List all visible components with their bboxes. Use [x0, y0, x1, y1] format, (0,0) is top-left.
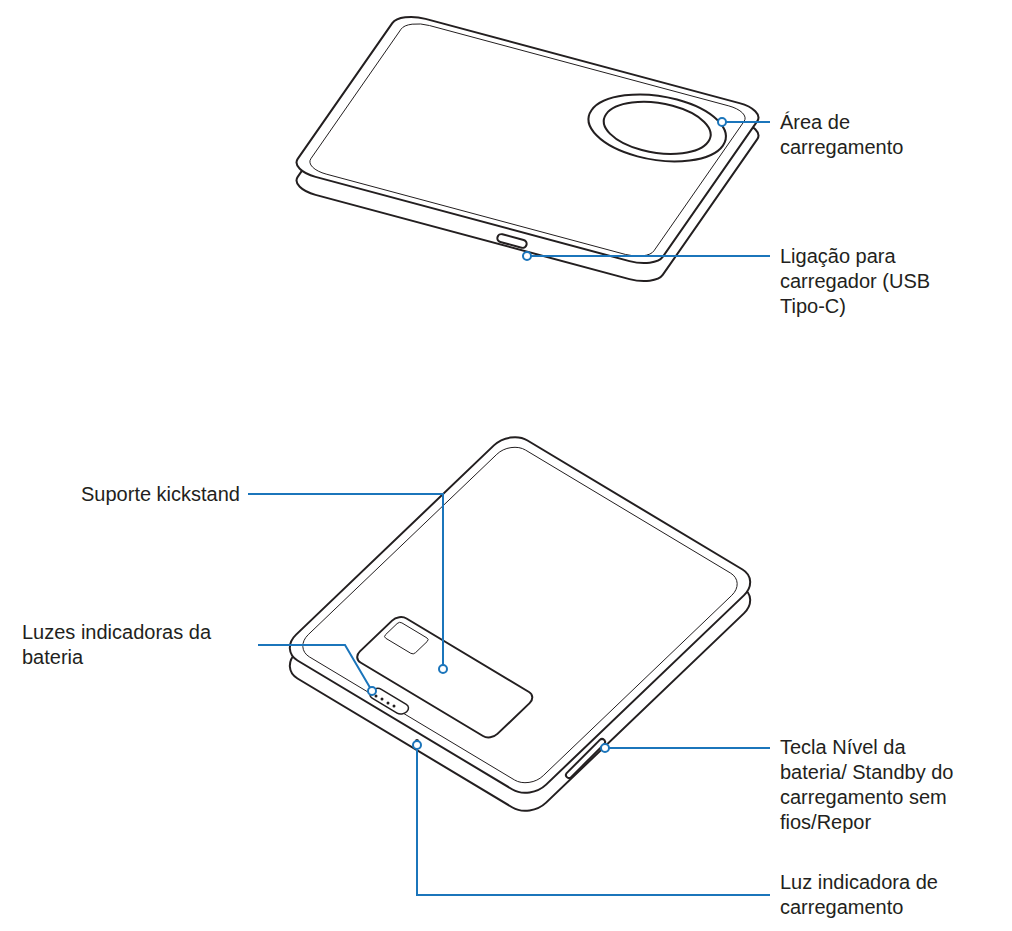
callout-label: Suporte kickstand	[20, 482, 240, 507]
callout-label: Ligação para carregador (USB Tipo-C)	[780, 244, 940, 319]
leader-line	[605, 747, 770, 749]
device-face	[290, 12, 765, 268]
leader-dot	[413, 741, 421, 749]
kickstand-notch	[383, 621, 429, 654]
kickstand	[353, 614, 537, 741]
callout-label: Luz indicadora de carregamento	[780, 870, 980, 920]
leader-dot	[523, 252, 531, 260]
callout-label: Tecla Nível da bateria/ Standby do carre…	[780, 735, 965, 835]
leader-dots	[368, 118, 726, 752]
battery-light-dots	[375, 695, 396, 708]
leader-dot	[439, 665, 447, 673]
leader-line	[722, 121, 770, 123]
battery-lights	[367, 686, 411, 716]
callout-label: Área de carregamento	[780, 110, 930, 160]
leader-line	[417, 745, 770, 895]
side-key	[569, 742, 602, 775]
charging-ring	[572, 82, 743, 174]
leader-line	[258, 645, 372, 691]
side-key-inner	[569, 742, 602, 775]
device-face	[280, 430, 760, 800]
leader-dot	[718, 118, 726, 126]
top-device	[290, 12, 765, 286]
leader-lines	[248, 122, 770, 895]
leader-dot	[368, 687, 376, 695]
leader-line	[248, 494, 443, 669]
charging-pad	[591, 92, 724, 164]
leader-line	[527, 255, 770, 257]
face-inset	[304, 20, 751, 261]
leader-dot	[601, 744, 609, 752]
callout-label: Luzes indicadoras da bateria	[22, 620, 254, 670]
bottom-device	[280, 430, 760, 818]
usb-port	[496, 233, 527, 248]
